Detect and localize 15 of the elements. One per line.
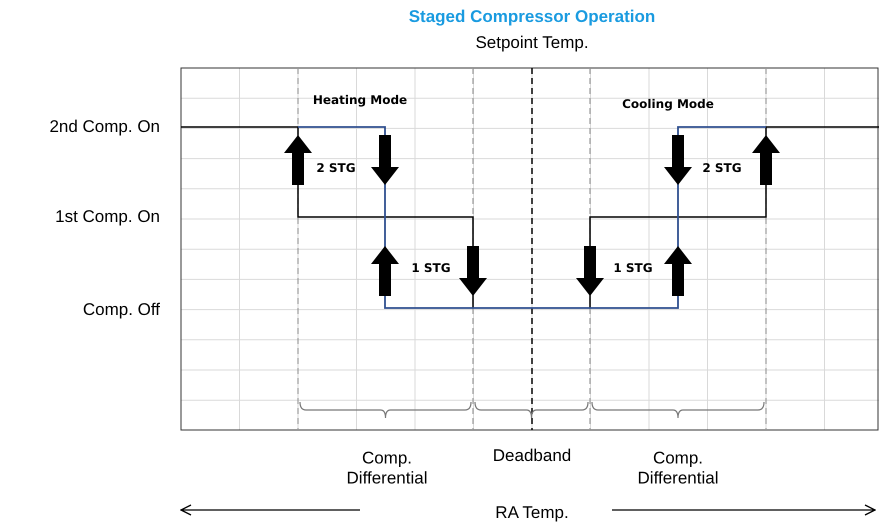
level-label: 1st Comp. On — [55, 206, 160, 228]
range-label: Comp. Differential — [346, 448, 428, 490]
level-label: Comp. Off — [82, 300, 160, 320]
axis-title: Setpoint Temp. — [475, 32, 589, 54]
mode-label: Heating Mode — [312, 92, 408, 108]
stage-label: 1 STG — [411, 260, 451, 276]
axis-title: RA Temp. — [495, 502, 569, 524]
chart-title: Staged Compressor Operation — [408, 6, 656, 28]
stage-label: 2 STG — [702, 160, 742, 176]
level-label: 2nd Comp. On — [49, 116, 160, 138]
mode-label: Cooling Mode — [622, 96, 714, 112]
stage-label: 2 STG — [316, 160, 356, 176]
range-label: Deadband — [492, 446, 572, 466]
range-label: Comp. Differential — [636, 448, 720, 490]
stage-label: 1 STG — [613, 260, 653, 276]
